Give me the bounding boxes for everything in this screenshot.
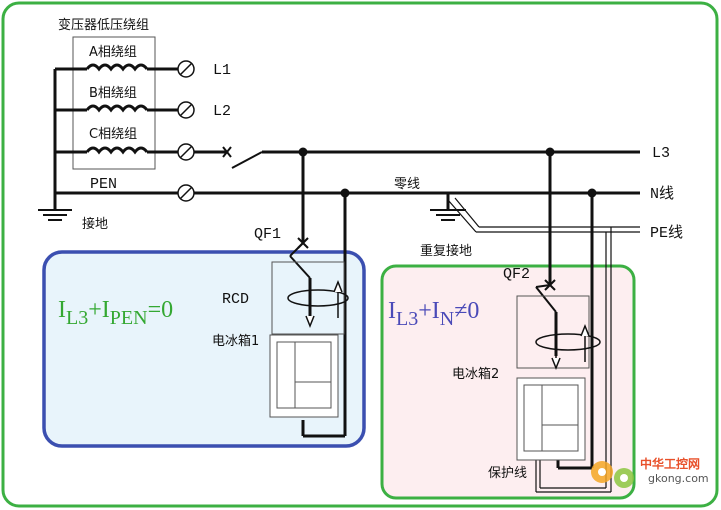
regrounding-label: 重复接地 <box>420 243 472 259</box>
phase-l1-label: L1 <box>213 62 231 79</box>
rcd2-arrows <box>551 323 590 371</box>
watermark-url: gkong.com <box>648 472 709 485</box>
pen-label: PEN <box>90 176 117 193</box>
rcd1-core <box>287 289 349 307</box>
equation-right: IL3+IN≠0 <box>388 298 479 330</box>
rcd2-core <box>535 333 601 351</box>
terminal-pen <box>177 184 195 202</box>
fridge1-inner <box>276 341 332 409</box>
winding-a-coil <box>85 63 149 72</box>
transformer-title: 变压器低压绕组 <box>58 17 149 33</box>
pe-wire-label: PE线 <box>650 224 683 242</box>
transformer-frame <box>72 36 156 170</box>
rcd2-frame <box>516 295 590 369</box>
terminal-l2 <box>177 101 195 119</box>
winding-a-label: A相绕组 <box>89 45 137 60</box>
protect-wire-label: 保护线 <box>488 466 527 481</box>
fridge1-doors <box>294 342 331 408</box>
regrounding-symbol <box>430 193 466 221</box>
fridge1-label: 电冰箱1 <box>212 333 259 349</box>
winding-b-label: B相绕组 <box>89 86 137 101</box>
fridge2-inner <box>523 384 579 452</box>
qf2-label: QF2 <box>503 266 530 283</box>
main-switch-x <box>222 146 232 158</box>
watermark-title: 中华工控网 <box>640 456 700 471</box>
phase-l2-label: L2 <box>213 103 231 120</box>
pe-drop-wires <box>535 227 612 493</box>
terminal-l3 <box>177 143 195 161</box>
main-ground-symbol <box>38 209 72 221</box>
winding-b-coil <box>85 104 149 113</box>
phase-l3-label: L3 <box>652 145 670 162</box>
terminal-l1 <box>177 60 195 78</box>
qf2-x <box>544 279 556 291</box>
qf1-x <box>297 237 309 249</box>
ground-label: 接地 <box>82 216 108 232</box>
l3-line <box>194 150 640 169</box>
pe-line <box>447 197 640 233</box>
winding-c-coil <box>85 146 149 155</box>
fridge2-doors <box>541 385 578 451</box>
equation-left: IL3+IPEN=0 <box>58 297 173 329</box>
fridge2-label: 电冰箱2 <box>452 366 499 382</box>
winding-outputs <box>55 67 178 195</box>
winding-c-label: C相绕组 <box>89 127 137 142</box>
junctions <box>298 147 597 198</box>
neutral-label: 零线 <box>394 177 420 192</box>
rcd1-arrows <box>305 279 343 329</box>
rcd1-frame <box>271 261 345 335</box>
rcd-label: RCD <box>222 291 249 308</box>
watermark-gear-icon <box>591 461 634 488</box>
n-wire-label: N线 <box>650 185 674 203</box>
qf1-label: QF1 <box>254 226 281 243</box>
star-point-bus <box>53 67 87 210</box>
